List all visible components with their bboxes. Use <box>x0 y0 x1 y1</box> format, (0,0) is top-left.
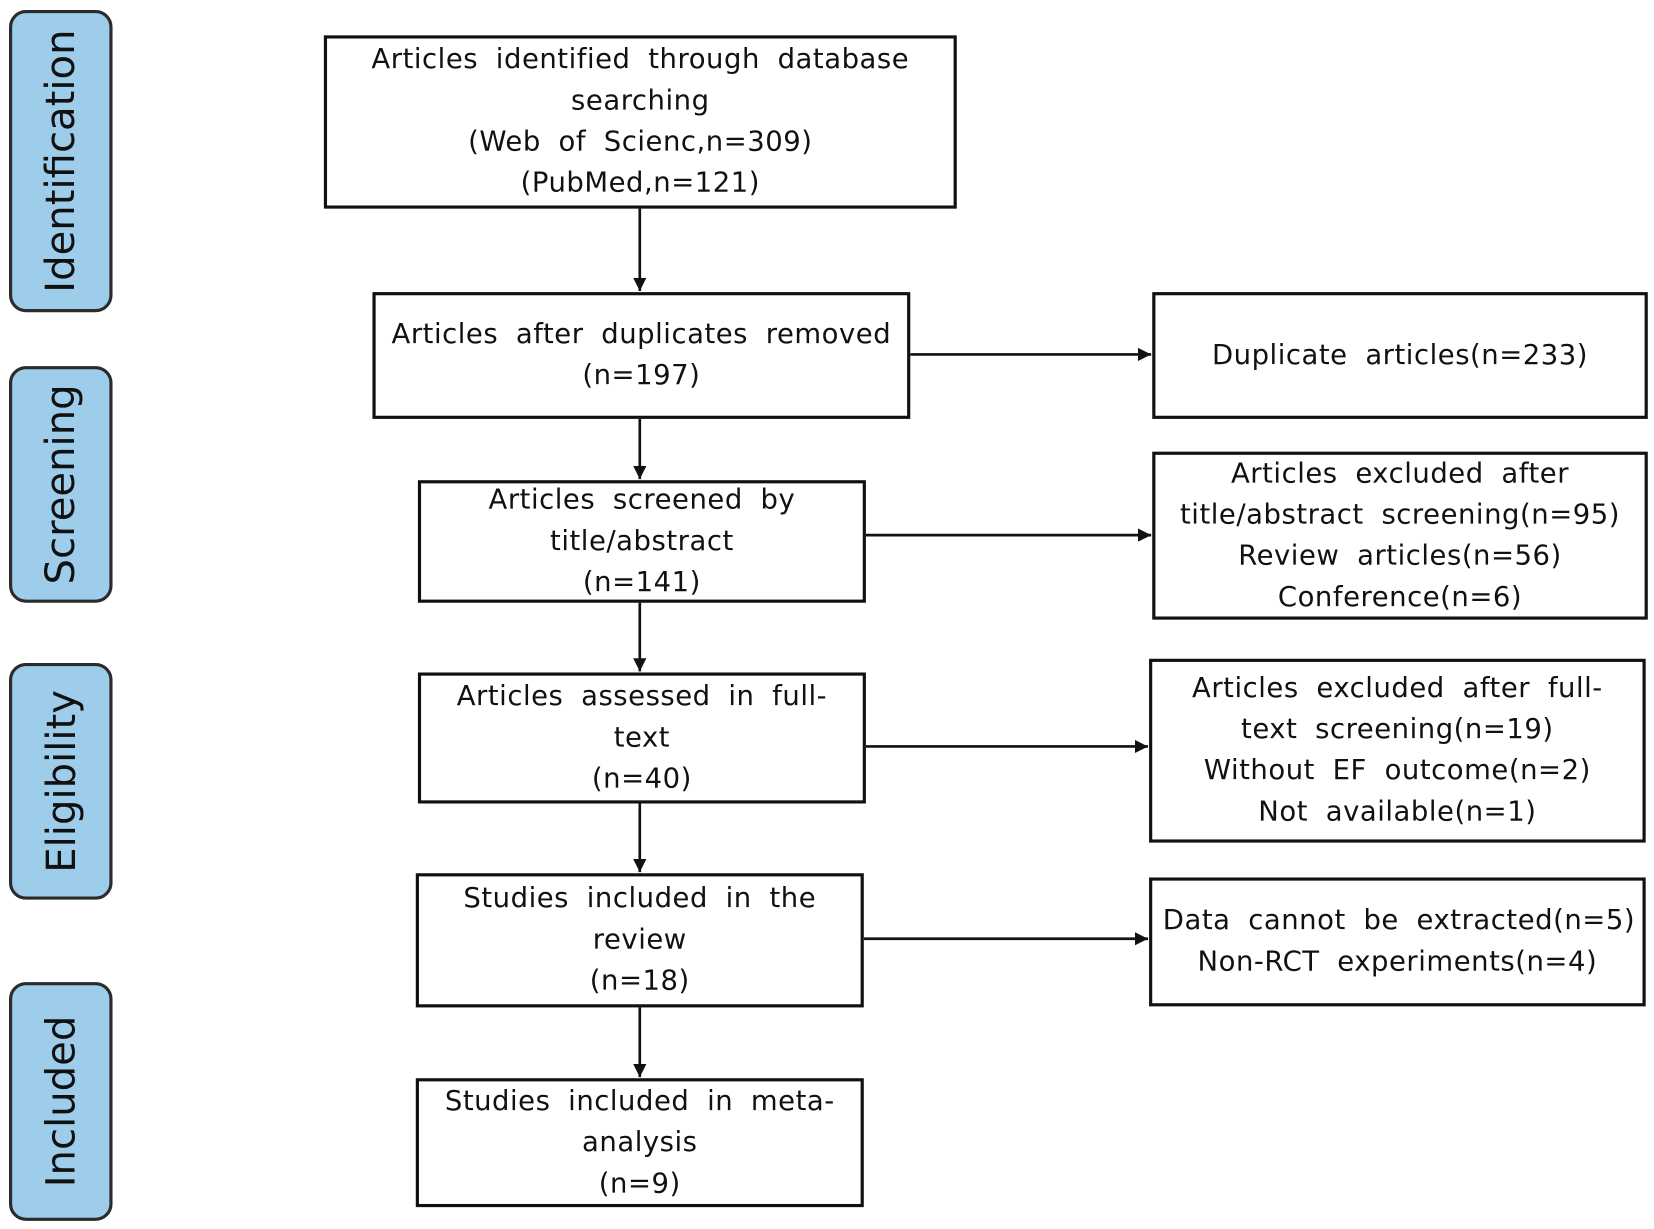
box-text-line: searching <box>571 85 710 117</box>
box-text-line: Articles excluded after full- <box>1192 672 1603 705</box>
box-text-line: Articles assessed in full- <box>456 680 828 713</box>
box-excluded-title: Articles excluded after title/abstract s… <box>1152 451 1648 620</box>
box-text-line: (n=18) <box>589 965 690 997</box>
phase-screening: Screening <box>9 366 113 603</box>
box-duplicates: Duplicate articles(n=233) <box>1152 292 1648 419</box>
box-text-line: (PubMed,n=121) <box>520 167 761 200</box>
box-after-duplicates: Articles after duplicates removed (n=197… <box>372 292 911 419</box>
box-text-line: (n=141) <box>582 566 701 598</box>
box-review: Studies included in the review (n=18) <box>415 873 864 1008</box>
phase-identification: Identification <box>9 10 113 313</box>
box-text-line: (n=40) <box>591 762 692 795</box>
box-full-text: Articles assessed in full- text (n=40) <box>417 672 866 804</box>
box-text-line: Studies included in meta- <box>444 1085 835 1117</box>
box-identified: Articles identified through database sea… <box>323 35 957 209</box>
phase-included: Included <box>9 982 113 1221</box>
flow-arrows <box>633 207 1152 1078</box>
box-text-line: analysis <box>582 1126 698 1158</box>
box-text-line: title/abstract <box>550 525 734 557</box>
box-text-line: Articles identified through database <box>371 43 910 76</box>
box-text-line: Non-RCT experiments(n=4) <box>1197 946 1598 978</box>
phase-eligibility: Eligibility <box>9 662 113 900</box>
box-text-line: Not available(n=1) <box>1258 796 1537 828</box>
box-text-line: (n=197) <box>582 359 701 392</box>
box-text-line: text screening(n=19) <box>1241 713 1554 746</box>
box-text-line: Articles screened by <box>488 483 796 516</box>
box-text-line: Without EF outcome(n=2) <box>1203 754 1591 787</box>
box-text-line: Articles after duplicates removed <box>391 318 892 351</box>
box-screened: Articles screened by title/abstract (n=1… <box>417 480 866 603</box>
box-text-line: review <box>592 923 687 956</box>
box-text-line: Articles excluded after <box>1230 457 1570 490</box>
prisma-flow-diagram: Identification Screening Eligibility Inc… <box>9 10 1654 1227</box>
box-text-line: Conference(n=6) <box>1277 581 1523 613</box>
box-meta-analysis: Studies included in meta- analysis (n=9) <box>415 1078 864 1208</box>
box-text-line: text <box>613 721 671 754</box>
box-text-line: Duplicate articles(n=233) <box>1211 339 1589 371</box>
box-excluded-data: Data cannot be extracted(n=5) Non-RCT ex… <box>1149 877 1646 1007</box>
box-excluded-fulltext: Articles excluded after full- text scree… <box>1149 658 1646 843</box>
box-text-line: (n=9) <box>598 1167 681 1200</box>
box-text-line: (Web of Scienc,n=309) <box>468 126 813 158</box>
box-text-line: Data cannot be extracted(n=5) <box>1162 904 1636 937</box>
box-text-line: Studies included in the <box>463 882 817 915</box>
box-text-line: title/abstract screening(n=95) <box>1180 498 1621 531</box>
box-text-line: Review articles(n=56) <box>1238 539 1562 572</box>
